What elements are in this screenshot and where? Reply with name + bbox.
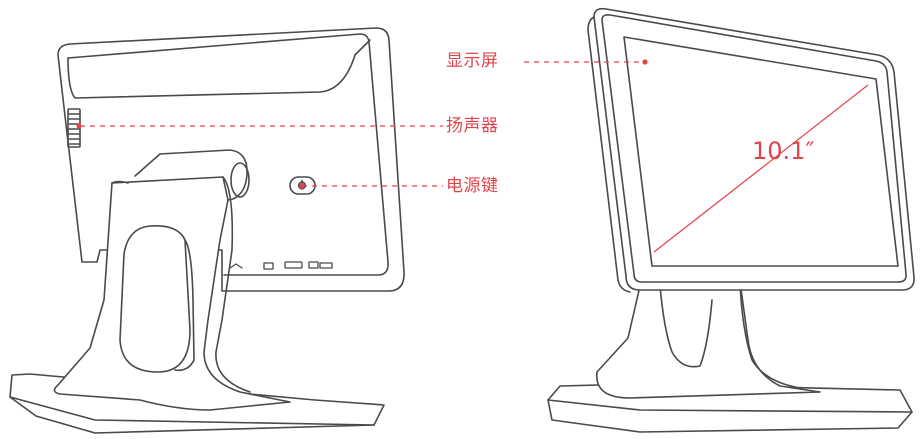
- power-dot: [299, 183, 305, 189]
- hinge-cap: [230, 162, 250, 198]
- front-view: [547, 7, 915, 433]
- speaker-dot: [76, 123, 82, 129]
- stand-head-edge: [134, 153, 161, 177]
- cable-cutout: [119, 224, 191, 373]
- display-dot: [642, 59, 648, 65]
- display-screen: [623, 36, 899, 267]
- base-plate-edge: [9, 396, 375, 426]
- front-stand-cutout: [659, 285, 713, 368]
- back-top-recess-edge: [354, 39, 371, 56]
- back-panel-inner: [67, 33, 389, 276]
- leader-dots: [76, 59, 648, 189]
- bezel-side: [587, 16, 631, 293]
- annotation-layer: [80, 61, 869, 253]
- speaker-grille: [67, 108, 81, 148]
- stand-top-edge: [111, 180, 129, 184]
- back-top-recess: [67, 54, 356, 99]
- screen-size-label: 10.1″: [752, 137, 815, 165]
- speaker-callout-label: 扬声器: [446, 116, 499, 136]
- front-stand: [596, 281, 821, 399]
- front-stand-side: [739, 281, 801, 389]
- power-callout-label: 电源键: [446, 176, 499, 196]
- stand-side-face: [215, 176, 251, 393]
- back-view: [9, 27, 405, 434]
- screen-diagonal: [653, 84, 869, 253]
- front-base-edge: [547, 399, 913, 413]
- bezel-inner-edge: [601, 14, 907, 283]
- display-callout-label: 显示屏: [446, 51, 499, 71]
- cutout-inner-edge: [174, 239, 195, 372]
